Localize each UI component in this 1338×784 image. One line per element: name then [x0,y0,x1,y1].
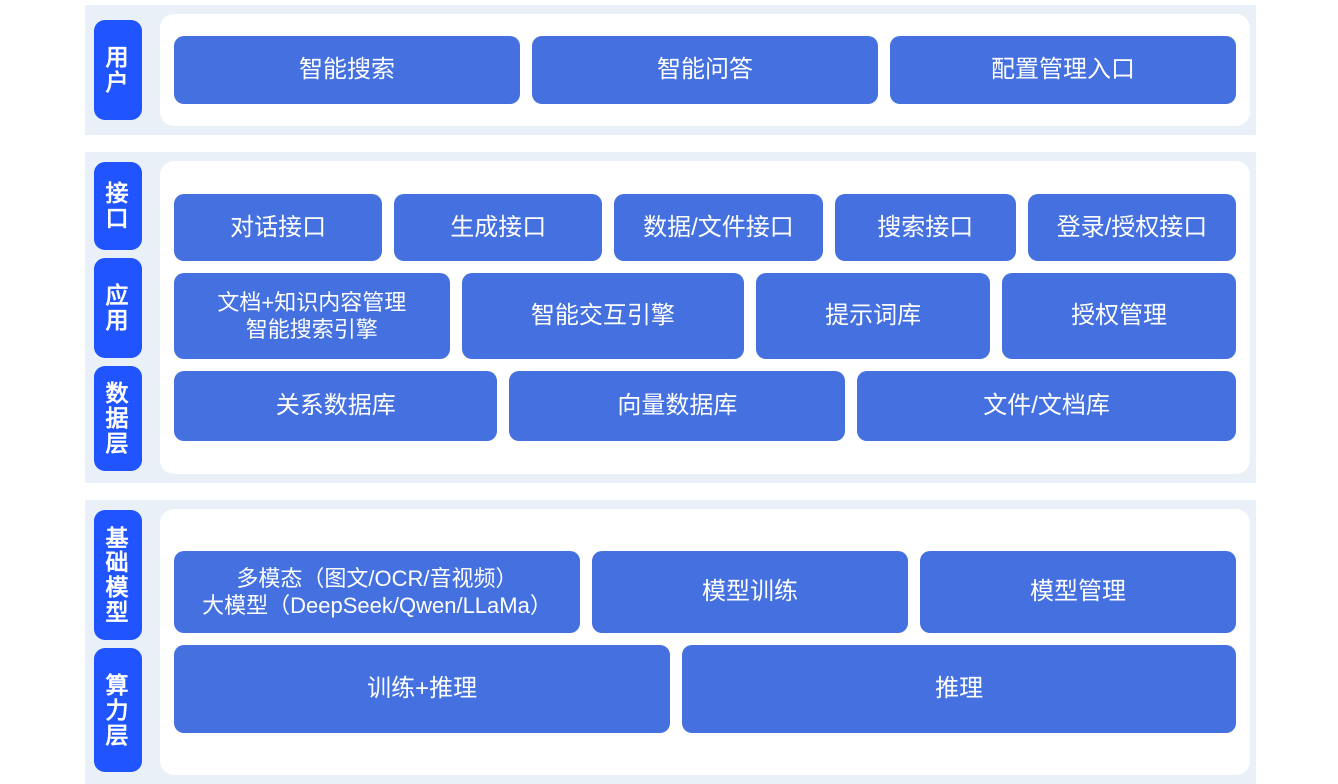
box-multimodal-large-model[interactable]: 多模态（图文/OCR/音视频） 大模型（DeepSeek/Qwen/LLaMa） [174,551,580,633]
layer-label-compute: 算力层 [93,648,142,772]
layer-label-column-user: 用户 [85,5,150,135]
card-middle-layer: 对话接口 生成接口 数据/文件接口 搜索接口 登录/授权接口 文档+知识内容管理… [160,161,1250,474]
box-login-auth-interface[interactable]: 登录/授权接口 [1027,194,1237,261]
box-relational-database[interactable]: 关系数据库 [174,371,498,441]
layer-label-user: 用户 [93,20,142,120]
box-authorization-management[interactable]: 授权管理 [1002,273,1237,359]
box-smart-search[interactable]: 智能搜索 [174,36,520,104]
box-model-training[interactable]: 模型训练 [592,551,908,633]
row-data-stores: 关系数据库 向量数据库 文件/文档库 [174,371,1236,441]
layer-label-data: 数据层 [93,365,142,471]
section-interface-application-data: 接口 应用 数据层 对话接口 生成接口 数据/文件接口 搜索接口 登录/授权接口… [85,152,1256,483]
box-data-file-interface[interactable]: 数据/文件接口 [614,194,823,261]
box-training-and-inference[interactable]: 训练+推理 [174,645,671,733]
box-file-document-store[interactable]: 文件/文档库 [857,371,1236,441]
row-models: 多模态（图文/OCR/音视频） 大模型（DeepSeek/Qwen/LLaMa）… [174,551,1236,633]
box-smart-qa[interactable]: 智能问答 [532,36,878,104]
box-dialog-interface[interactable]: 对话接口 [174,194,383,261]
box-search-interface[interactable]: 搜索接口 [834,194,1016,261]
layer-label-column-base: 基础模型 算力层 [85,500,150,784]
row-interfaces: 对话接口 生成接口 数据/文件接口 搜索接口 登录/授权接口 [174,194,1237,261]
row-compute: 训练+推理 推理 [174,645,1236,733]
layer-label-foundation-model: 基础模型 [93,510,142,641]
section-foundation-model-compute: 基础模型 算力层 多模态（图文/OCR/音视频） 大模型（DeepSeek/Qw… [85,500,1256,784]
box-config-management-entry[interactable]: 配置管理入口 [890,36,1236,104]
layer-label-application: 应用 [93,258,142,358]
row-user-entries: 智能搜索 智能问答 配置管理入口 [174,36,1236,104]
section-user-layer: 用户 智能搜索 智能问答 配置管理入口 [85,5,1256,135]
box-inference[interactable]: 推理 [682,645,1236,733]
layer-label-column-middle: 接口 应用 数据层 [85,152,150,483]
box-generation-interface[interactable]: 生成接口 [394,194,603,261]
card-user-layer: 智能搜索 智能问答 配置管理入口 [160,14,1250,126]
box-model-management[interactable]: 模型管理 [920,551,1236,633]
box-document-knowledge-management[interactable]: 文档+知识内容管理 智能搜索引擎 [174,273,450,359]
box-prompt-library[interactable]: 提示词库 [756,273,991,359]
layer-label-interface: 接口 [93,162,142,251]
box-vector-database[interactable]: 向量数据库 [509,371,846,441]
box-smart-interaction-engine[interactable]: 智能交互引擎 [461,273,745,359]
row-applications: 文档+知识内容管理 智能搜索引擎 智能交互引擎 提示词库 授权管理 [174,273,1237,359]
card-base-layer: 多模态（图文/OCR/音视频） 大模型（DeepSeek/Qwen/LLaMa）… [160,509,1250,775]
